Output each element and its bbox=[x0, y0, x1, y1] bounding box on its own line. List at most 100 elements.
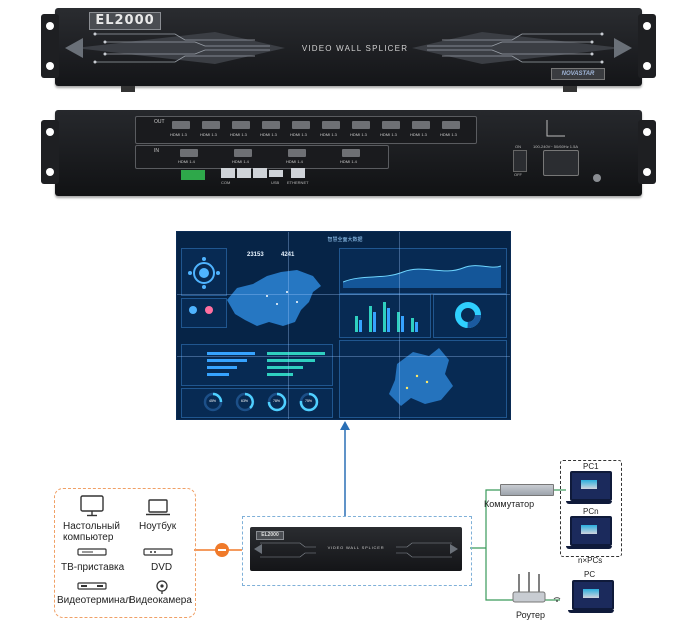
manufacturer-logo: NOVASTAR bbox=[551, 68, 605, 80]
pcn-laptop-base bbox=[566, 546, 612, 549]
output-card: OUT HDMI 1.3 HDMI 1.3 HDMI 1.3 HDMI 1.3 HDMI… bbox=[135, 116, 477, 144]
hdmi-output-port-label: HDMI 1.3 bbox=[200, 132, 217, 137]
hdmi-output-port-label: HDMI 1.3 bbox=[290, 132, 307, 137]
foot-right bbox=[563, 86, 577, 92]
region-map-shape bbox=[389, 348, 453, 406]
rj45-port-1 bbox=[221, 168, 235, 178]
hdmi-output-port-label: HDMI 1.3 bbox=[350, 132, 367, 137]
wave-area-chart bbox=[343, 265, 501, 288]
video-camera-icon bbox=[156, 580, 168, 594]
tv-box-label: ТВ-приставка bbox=[61, 562, 125, 573]
video-wall-display: 智慧全面大数据 23153 4241 45% 63% 78% 75% bbox=[177, 232, 510, 419]
input-card-label: IN bbox=[154, 148, 159, 154]
hdmi-input-port-label: HDMI 1.4 bbox=[178, 159, 195, 164]
rack-ear-left bbox=[41, 14, 59, 78]
video-camera-label: Видеокамера bbox=[129, 595, 192, 606]
pc1-laptop-icon bbox=[570, 471, 612, 501]
hdmi-output-port bbox=[322, 121, 340, 129]
rj45-port-3 bbox=[253, 168, 267, 178]
front-panel-decoration bbox=[65, 32, 632, 64]
pc-group-frame: PC1 PCn bbox=[560, 460, 622, 557]
dvd-player-icon bbox=[143, 548, 173, 556]
column-chart bbox=[355, 302, 418, 332]
com-label: COM bbox=[221, 180, 231, 185]
hdmi-output-port bbox=[172, 121, 190, 129]
hdmi-output-port bbox=[352, 121, 370, 129]
power-rating-label: 100-240V~ 50/60Hz 1.5A bbox=[533, 144, 579, 149]
npcs-label: n×PCs bbox=[578, 556, 603, 565]
hdmi-output-port bbox=[382, 121, 400, 129]
hdmi-input-port-label: HDMI 1.4 bbox=[232, 159, 249, 164]
ground-screw bbox=[593, 174, 601, 182]
tv-box-icon bbox=[77, 548, 107, 556]
pc-laptop-icon bbox=[572, 580, 614, 610]
hdmi-input-port bbox=[234, 149, 252, 157]
router-label: Роутер bbox=[516, 610, 546, 620]
dvd-label: DVD bbox=[151, 562, 173, 573]
usb-port bbox=[269, 170, 283, 177]
foot-left bbox=[121, 86, 135, 92]
splicer-mini-brand: EL2000 bbox=[256, 531, 284, 540]
panel-bars bbox=[181, 344, 333, 386]
pc1-label: PC1 bbox=[583, 462, 599, 471]
splicer-mini-title: VIDEO WALL SPLICER bbox=[327, 545, 385, 550]
splicer-device: EL2000 VIDEO WALL SPLICER bbox=[250, 527, 462, 571]
input-sources-group: Настольный компьютер Ноутбук ТВ-приставк… bbox=[54, 488, 196, 618]
hdmi-input-port bbox=[288, 149, 306, 157]
rj45-port-2 bbox=[237, 168, 251, 178]
video-terminal-icon bbox=[77, 582, 107, 590]
hdmi-output-port-label: HDMI 1.3 bbox=[320, 132, 337, 137]
splicer-front-panel: EL2000 VIDEO WALL SPLICER NOVASTAR bbox=[41, 8, 656, 92]
dashboard-title: 智慧全面大数据 bbox=[327, 237, 363, 243]
stat-value-2: 4241 bbox=[281, 252, 295, 258]
ac-power-inlet bbox=[543, 150, 579, 176]
laptop-label: Ноутбук bbox=[139, 521, 177, 532]
panel-gender bbox=[181, 298, 227, 328]
hdmi-output-port bbox=[442, 121, 460, 129]
output-card-label: OUT bbox=[154, 119, 165, 125]
hdmi-input-port-label: HDMI 1.4 bbox=[340, 159, 357, 164]
switch-label: Коммутатор bbox=[484, 499, 535, 509]
pc-laptop-base bbox=[568, 610, 614, 613]
power-switch[interactable] bbox=[513, 150, 527, 172]
tile-seam-v1 bbox=[288, 232, 289, 419]
terminal-block bbox=[181, 170, 205, 180]
stat-value-1: 23153 bbox=[247, 252, 264, 258]
panel-donut bbox=[433, 294, 507, 338]
radial-orbit-icon bbox=[188, 257, 220, 289]
hdmi-output-port-label: HDMI 1.3 bbox=[380, 132, 397, 137]
hdmi-output-port bbox=[262, 121, 280, 129]
splicer-dashed-frame bbox=[242, 516, 472, 586]
tile-seam-h1 bbox=[177, 294, 510, 295]
hdmi-output-port bbox=[202, 121, 220, 129]
ring-value-1: 45% bbox=[209, 399, 217, 403]
horizontal-bar-rows bbox=[207, 352, 325, 376]
hdmi-output-port bbox=[292, 121, 310, 129]
rear-ear-left bbox=[41, 120, 59, 184]
hdmi-output-port bbox=[232, 121, 250, 129]
male-icon bbox=[189, 306, 197, 314]
donut-chart bbox=[455, 302, 481, 328]
splicer-mini-decoration bbox=[254, 542, 458, 558]
video-terminal-label: Видеотерминал bbox=[57, 595, 131, 606]
front-panel-title: VIDEO WALL SPLICER bbox=[301, 44, 409, 53]
hdmi-input-port bbox=[180, 149, 198, 157]
desktop-label-line2: компьютер bbox=[63, 532, 114, 543]
power-off-label: OFF bbox=[514, 172, 522, 177]
tile-seam-v2 bbox=[399, 232, 400, 419]
ring-value-3: 78% bbox=[273, 399, 281, 403]
hdmi-output-port-label: HDMI 1.3 bbox=[440, 132, 457, 137]
rack-ear-right bbox=[638, 14, 656, 78]
front-brand-logo: EL2000 bbox=[89, 12, 161, 30]
network-switch-icon bbox=[500, 484, 554, 496]
usb-label: USB bbox=[271, 180, 280, 185]
input-connector-icon bbox=[215, 543, 229, 557]
pc1-laptop-base bbox=[566, 501, 612, 504]
tile-seam-h2 bbox=[177, 356, 510, 357]
ring-gauges bbox=[203, 392, 319, 412]
desktop-monitor-icon bbox=[80, 495, 104, 517]
ethernet-label: ETHERNET bbox=[287, 180, 309, 185]
hdmi-output-port-label: HDMI 1.3 bbox=[260, 132, 277, 137]
